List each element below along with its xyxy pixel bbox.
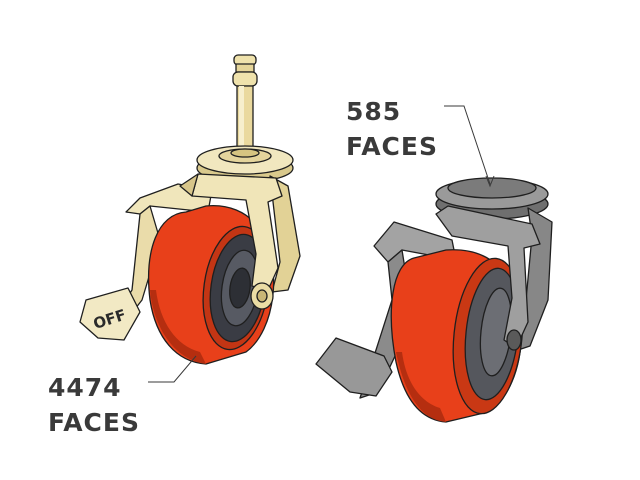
low-poly-brake-pedal — [315, 337, 393, 397]
leader-line-right-marker — [485, 175, 495, 188]
low-poly-face-count-label: 585 FACES — [346, 94, 438, 164]
fork-back-arm — [269, 175, 301, 293]
face-count-unit: FACES — [346, 132, 438, 161]
low-poly-wheel — [390, 249, 524, 423]
leader-line-right — [444, 105, 491, 185]
high-poly-wheel — [148, 204, 275, 365]
high-poly-axle — [250, 282, 274, 310]
high-poly-caster: OFF — [79, 54, 301, 365]
low-poly-axle — [506, 329, 522, 351]
face-count-value: 4474 — [48, 373, 122, 402]
leader-lines — [148, 105, 495, 383]
brake-pedal — [79, 287, 141, 341]
leader-line-left — [148, 355, 197, 383]
face-count-value: 585 — [346, 97, 402, 126]
low-poly-caster — [315, 177, 553, 423]
low-poly-top-plate — [435, 177, 549, 220]
low-poly-fork-front — [435, 205, 541, 349]
high-poly-face-count-label: 4474 FACES — [48, 370, 140, 440]
face-count-unit: FACES — [48, 408, 140, 437]
caster-stem — [232, 54, 258, 149]
